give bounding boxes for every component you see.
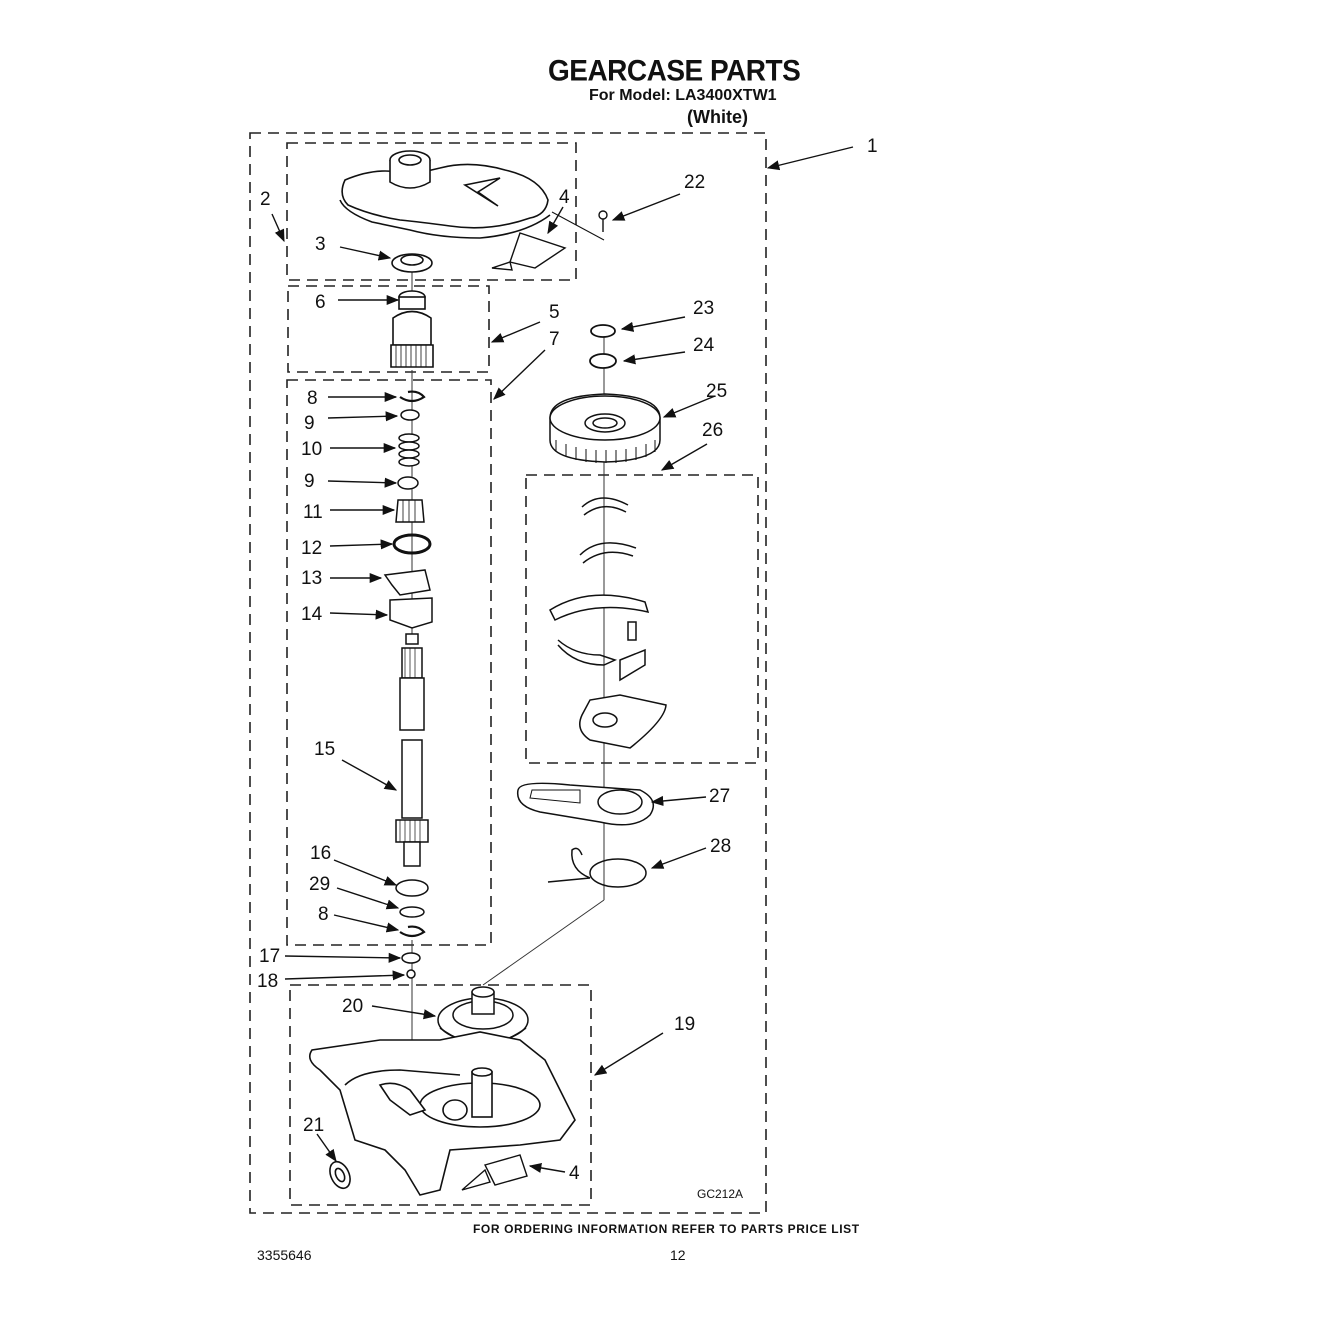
callout-15: 15 — [314, 739, 335, 760]
bottom-stack — [395, 879, 429, 979]
grease-tube-bottom — [461, 1154, 528, 1191]
callout-7: 7 — [549, 329, 560, 350]
callout-28: 28 — [710, 836, 731, 857]
callout-1: 1 — [867, 136, 878, 157]
bracket-28 — [547, 847, 647, 888]
model-line: For Model: LA3400XTW1 — [589, 87, 777, 104]
callout-18: 18 — [257, 971, 278, 992]
group-boxes — [249, 132, 767, 1214]
callout-14: 14 — [301, 604, 323, 625]
callout-21: 21 — [303, 1115, 324, 1136]
callout-24: 24 — [693, 335, 715, 356]
callout-6: 6 — [315, 292, 326, 313]
callout-9-bottom: 9 — [304, 471, 315, 492]
page-number: 12 — [670, 1247, 686, 1263]
box-shaft-7 — [286, 379, 492, 946]
box-gearcase-19 — [289, 984, 592, 1206]
callout-22: 22 — [684, 172, 705, 193]
box-cover-2 — [286, 142, 577, 281]
washers-23-24 — [589, 324, 617, 369]
callout-26: 26 — [702, 420, 723, 441]
callout-19: 19 — [674, 1014, 695, 1035]
box-pinion-5 — [287, 285, 490, 373]
shaft-stack — [383, 390, 433, 629]
grease-tube-top — [491, 232, 567, 271]
seal-21 — [329, 1160, 351, 1190]
callout-5: 5 — [549, 302, 560, 323]
callout-8-bottom: 8 — [318, 904, 329, 925]
box-shift-26 — [525, 474, 759, 764]
box-assembly-1 — [249, 132, 767, 1214]
callout-3: 3 — [315, 234, 326, 255]
callout-29: 29 — [309, 874, 330, 895]
callout-10: 10 — [301, 439, 322, 460]
callout-11: 11 — [303, 502, 323, 523]
shaft-15 — [395, 633, 429, 867]
gearcase-body-19 — [309, 1031, 576, 1196]
bearing-3 — [391, 253, 433, 273]
screw-22 — [551, 210, 608, 241]
callout-17: 17 — [259, 946, 280, 967]
callout-16: 16 — [310, 843, 331, 864]
callout-23: 23 — [693, 298, 714, 319]
callout-8-top: 8 — [307, 388, 318, 409]
shift-assembly-26 — [549, 497, 667, 749]
ordering-note: FOR ORDERING INFORMATION REFER TO PARTS … — [473, 1222, 860, 1236]
pinion-6 — [390, 290, 434, 368]
callout-25: 25 — [706, 381, 727, 402]
drive-gear-20 — [437, 986, 529, 1045]
color-variant: (White) — [687, 107, 748, 127]
callout-13: 13 — [301, 568, 322, 589]
callout-4-bottom: 4 — [569, 1163, 580, 1184]
callout-9-top: 9 — [304, 413, 315, 434]
document-number: 3355646 — [257, 1247, 312, 1263]
callout-4-top: 4 — [559, 187, 570, 208]
diagram-code: GC212A — [697, 1187, 744, 1201]
callout-20: 20 — [342, 996, 363, 1017]
leader-arrows — [271, 146, 854, 1173]
shift-plate-27 — [516, 782, 655, 826]
callout-labels: 1 2 3 4 22 6 5 7 23 24 8 9 10 9 11 12 13… — [257, 136, 878, 1184]
gearcase-cover — [339, 150, 551, 239]
callout-2: 2 — [260, 189, 271, 210]
axis-lines — [411, 265, 605, 1120]
page-title: GEARCASE PARTS — [548, 54, 801, 87]
gear-25 — [549, 393, 661, 463]
callout-12: 12 — [301, 538, 322, 559]
callout-27: 27 — [709, 786, 730, 807]
